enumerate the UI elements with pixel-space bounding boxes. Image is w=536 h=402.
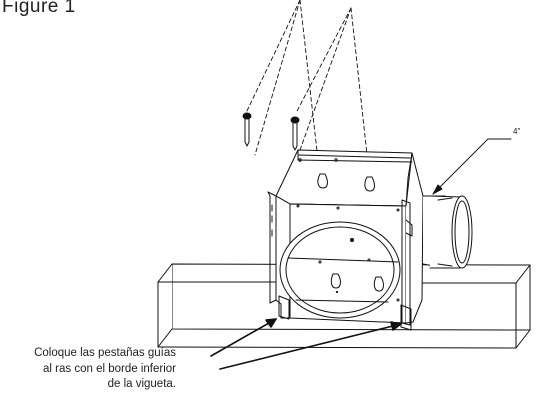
mounting-screw-right	[290, 116, 300, 151]
figure-title-number: 1	[64, 0, 76, 17]
figure-title-word: Figure	[2, 0, 59, 17]
callout-line-3: de la vigueta.	[107, 378, 176, 390]
callout-arrows	[210, 318, 402, 370]
duct-collar	[422, 195, 473, 269]
mounting-screw-left	[242, 112, 252, 147]
screw-alignment-lines	[245, 0, 371, 183]
installation-callout: Coloque las pestañas guías al ras con el…	[0, 346, 176, 393]
duct-size-leader	[432, 138, 512, 195]
callout-line-2: al ras con el borde inferior	[43, 362, 176, 375]
duct-size-label: 4"	[513, 127, 521, 136]
fan-housing	[267, 149, 424, 331]
figure-title: Figure 1	[2, 0, 76, 18]
callout-line-1: Coloque las pestañas guías	[34, 347, 176, 359]
